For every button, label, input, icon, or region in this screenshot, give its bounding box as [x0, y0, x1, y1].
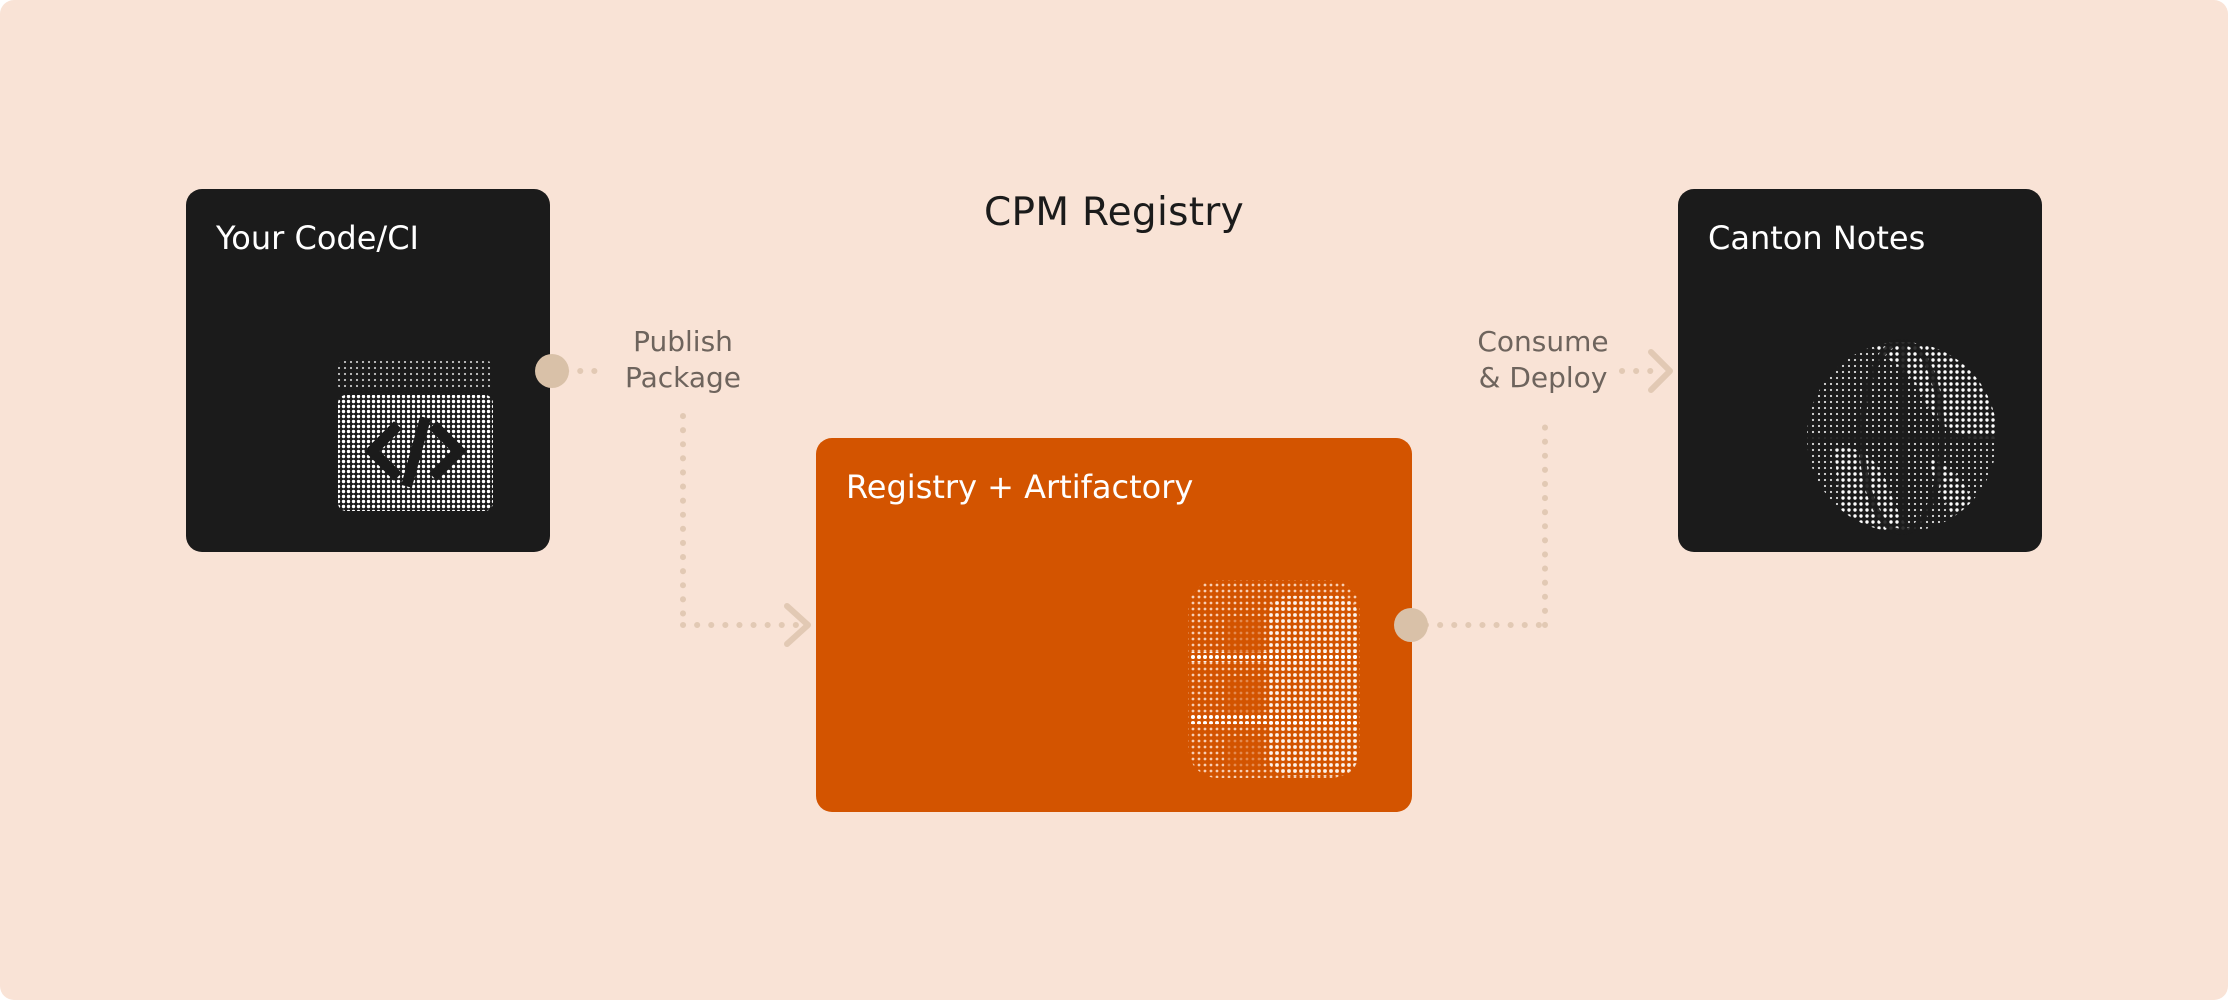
registry-node-label: Registry + Artifactory [846, 468, 1194, 506]
consume-edge-label: Consume & Deploy [1458, 324, 1628, 396]
source-node-label: Your Code/CI [216, 219, 419, 257]
diagram-title: CPM Registry [983, 190, 1245, 235]
database-icon [1188, 580, 1360, 778]
publish-edge-label-line1: Publish [633, 325, 733, 358]
publish-edge-label-line2: Package [624, 361, 742, 394]
globe-icon [1807, 339, 1997, 535]
registry-node: Registry + Artifactory [816, 438, 1412, 812]
publish-edge-label: Publish Package [598, 324, 768, 396]
consume-arrowhead [1648, 349, 1673, 393]
consume-edge-label-line1: Consume [1477, 325, 1609, 358]
target-node-label: Canton Notes [1708, 219, 1926, 257]
source-node: Your Code/CI [186, 189, 550, 552]
code-window-icon [338, 361, 493, 511]
consume-edge-label-line2: & Deploy [1478, 361, 1608, 394]
target-node: Canton Notes [1678, 189, 2042, 552]
source-port-dot [535, 354, 569, 388]
publish-arrowhead [784, 603, 811, 647]
registry-port-dot [1394, 608, 1428, 642]
